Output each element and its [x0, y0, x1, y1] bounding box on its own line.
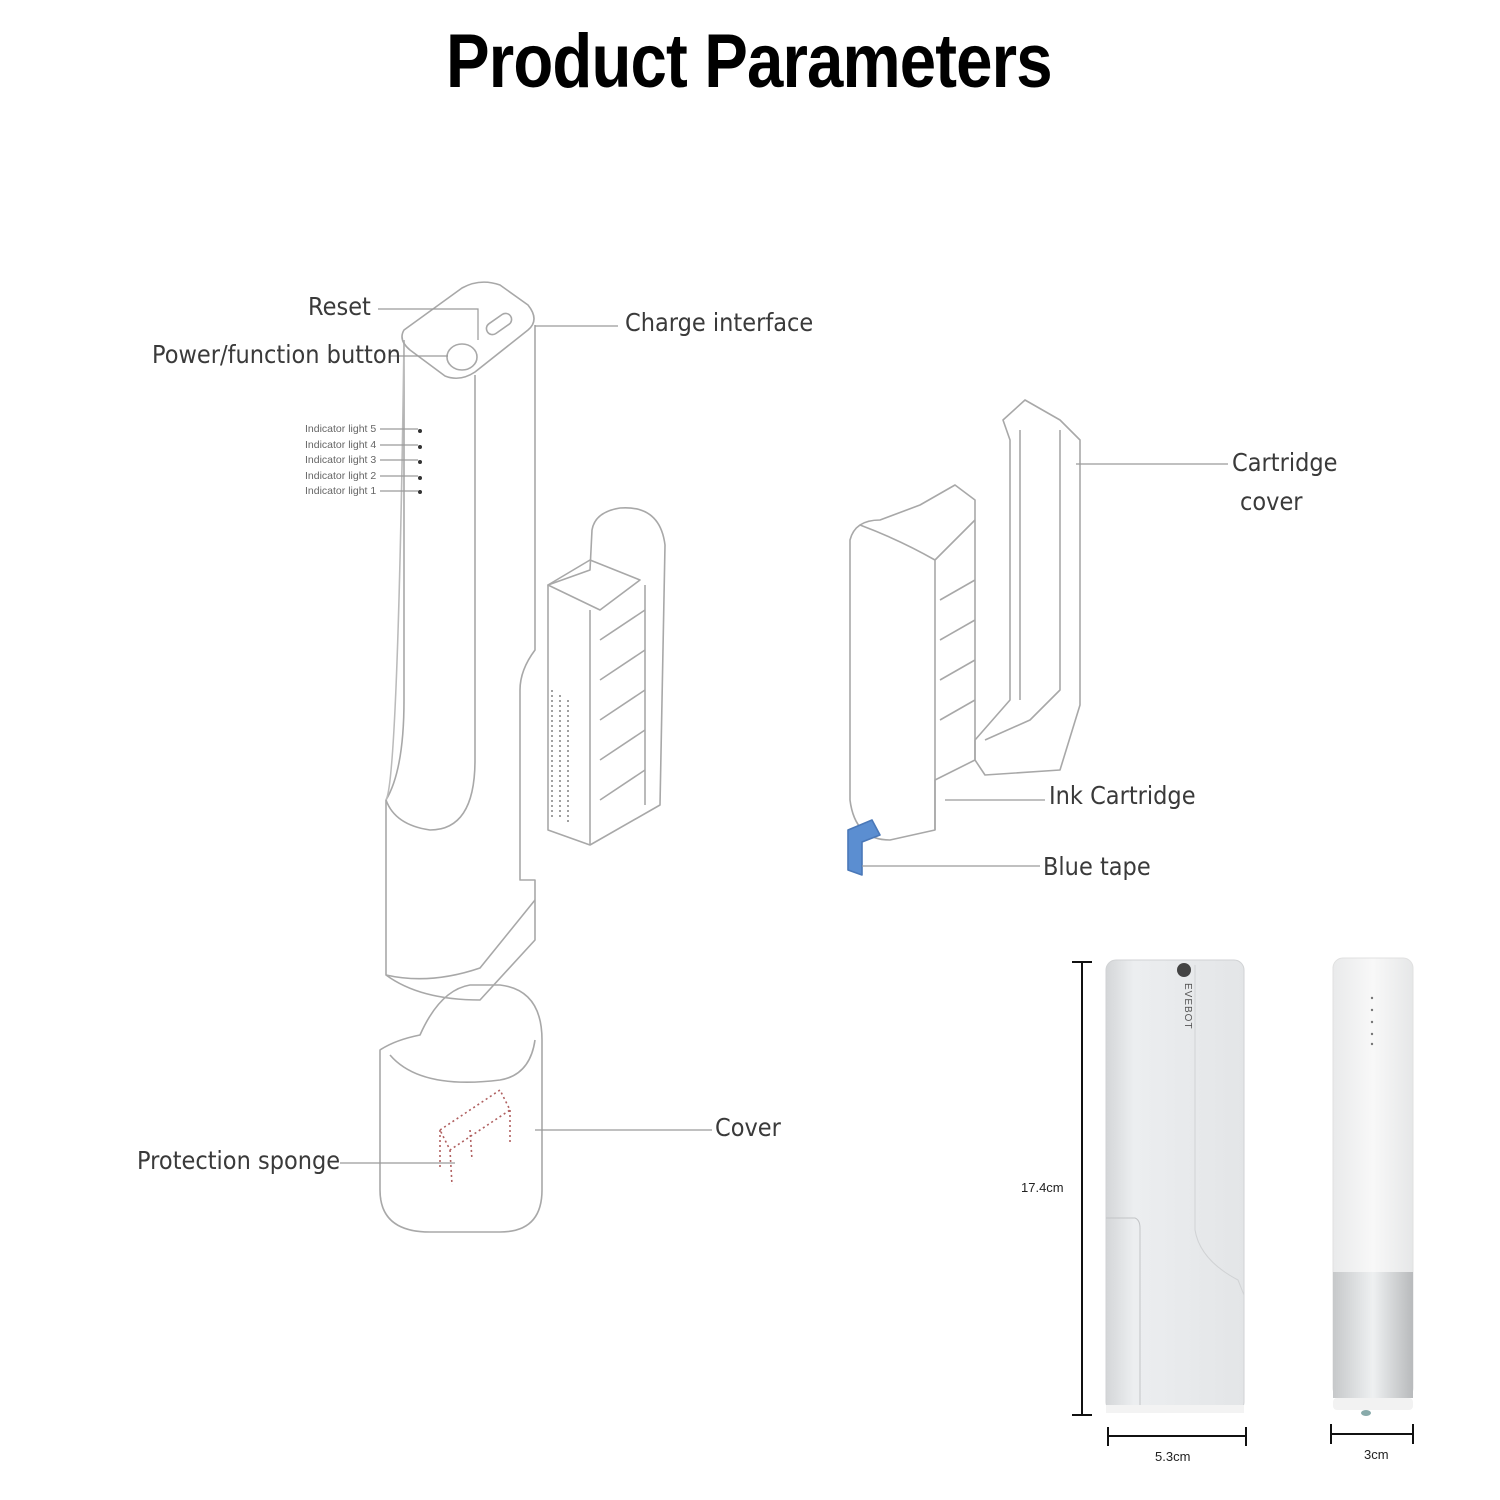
printer-body: [385, 325, 536, 1001]
dimension-width: 5.3cm: [1155, 1449, 1191, 1464]
dimension-lines: [1072, 961, 1414, 1446]
charge-port: [485, 312, 513, 336]
label-indicator-4: Indicator light 4: [305, 439, 377, 451]
ink-cartridge: [849, 484, 976, 841]
power-button: [446, 343, 478, 371]
label-power-button: Power/function button: [152, 340, 401, 369]
label-indicator-5: Indicator light 5: [305, 423, 377, 435]
label-charge-interface: Charge interface: [625, 308, 814, 337]
label-ink-cartridge: Ink Cartridge: [1049, 781, 1196, 810]
blue-tape: [847, 819, 881, 876]
product-photo-front: [1105, 959, 1245, 1413]
dimension-height: 17.4cm: [1021, 1180, 1064, 1195]
label-reset: Reset: [308, 292, 371, 321]
label-blue-tape: Blue tape: [1043, 852, 1151, 881]
page-title: Product Parameters: [446, 19, 1053, 104]
product-photo-side: [1332, 957, 1414, 1416]
label-cover: Cover: [715, 1113, 781, 1142]
printer-top: [401, 281, 535, 380]
cartridge-cover: [974, 399, 1081, 776]
brand-logo-text: EVEBOT: [1182, 983, 1193, 1030]
label-protection-sponge: Protection sponge: [137, 1146, 341, 1175]
label-indicator-1: Indicator light 1: [305, 485, 377, 497]
label-indicator-3: Indicator light 3: [305, 454, 377, 466]
cover: [379, 984, 543, 1233]
label-cartridge-cover-line2: cover: [1240, 487, 1303, 516]
dimension-depth: 3cm: [1364, 1447, 1389, 1462]
cartridge-block: [547, 507, 666, 846]
label-cartridge-cover-line1: Cartridge: [1232, 448, 1338, 477]
label-indicator-2: Indicator light 2: [305, 470, 377, 482]
